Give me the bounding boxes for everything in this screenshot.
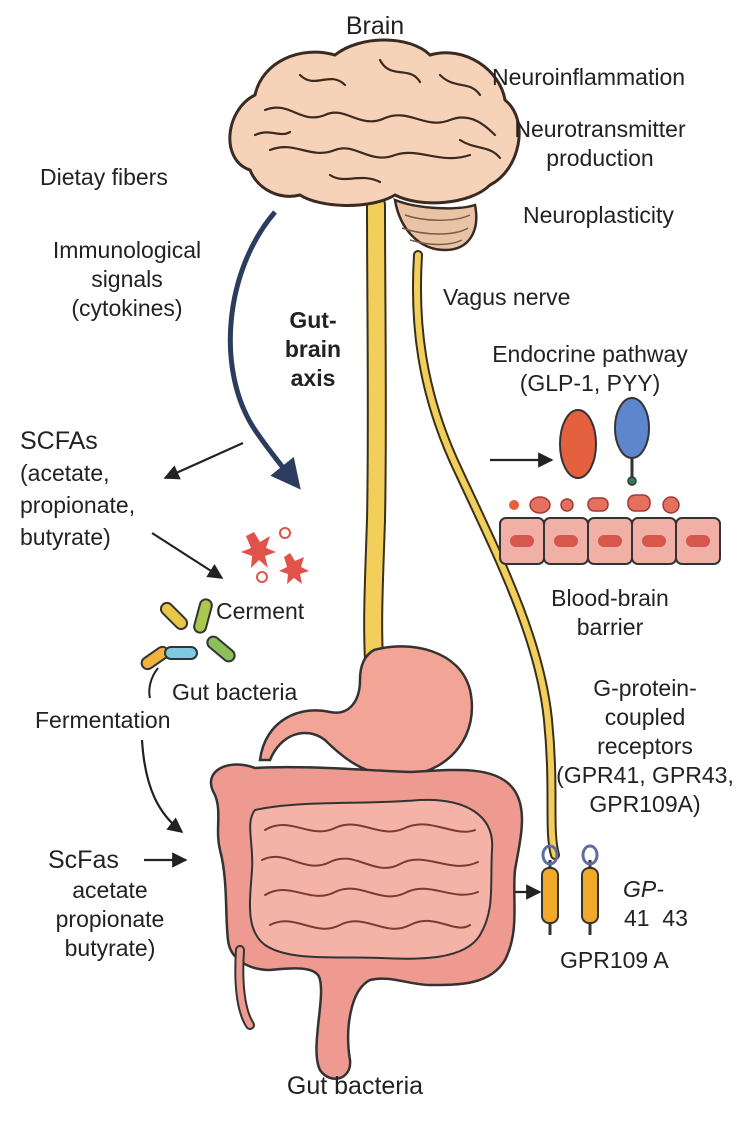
receptor-label-nums: 41 43 xyxy=(624,905,688,931)
label-ferment: Cerment xyxy=(216,598,305,624)
label-endocrine-pathway: Endocrine pathway (GLP-1, PYY) xyxy=(492,341,688,396)
endocrine-hormones xyxy=(559,397,650,486)
label-gut-bacteria-bottom: Gut bacteria xyxy=(286,1072,424,1100)
label-scfas-lower-head: ScFas xyxy=(48,846,119,874)
label-blood-brain-barrier: Blood-brain barrier xyxy=(551,585,669,640)
barrier-cells xyxy=(499,494,721,565)
label-dietary-fibers: Dietay fibers xyxy=(40,164,168,190)
label-gut-brain-axis: Gut- brain axis xyxy=(284,307,342,391)
label-scfas-lower: acetate propionate butyrate) xyxy=(55,877,165,961)
effect-neuroinflammation: Neuroinflammation xyxy=(492,64,686,90)
receptor-label-gp: GP- xyxy=(623,876,664,902)
label-gut-bacteria-mid: Gut bacteria xyxy=(172,679,298,705)
receptor-label-gpr109a: GPR109 A xyxy=(560,947,669,973)
small-intestine xyxy=(248,798,494,960)
gpcr-receptors xyxy=(541,844,599,935)
arrow-to-ferment xyxy=(151,532,224,579)
arrow-to-scfas xyxy=(163,441,244,480)
bacteria-cluster xyxy=(140,598,236,671)
scfa-particles xyxy=(241,527,309,584)
effect-neurotransmitter: Neurotransmitter production xyxy=(514,116,686,171)
blue-signal-arrow xyxy=(227,210,301,490)
gut-bacteria-bracket xyxy=(148,667,159,699)
label-gpcr: G-protein- coupled receptors (GPR41, GPR… xyxy=(556,675,734,817)
brain-illustration xyxy=(228,38,521,252)
label-fermentation: Fermentation xyxy=(35,707,171,733)
label-immunological-signals: Immunological signals (cytokines) xyxy=(52,237,202,321)
label-vagus-nerve: Vagus nerve xyxy=(443,284,571,310)
effect-neuroplasticity: Neuroplasticity xyxy=(523,202,674,228)
stomach xyxy=(258,645,474,778)
title-brain: Brain xyxy=(345,12,405,40)
arrow-fermentation xyxy=(140,739,184,833)
label-scfas: SCFAs (acetate, propionate, butyrate) xyxy=(20,427,136,550)
